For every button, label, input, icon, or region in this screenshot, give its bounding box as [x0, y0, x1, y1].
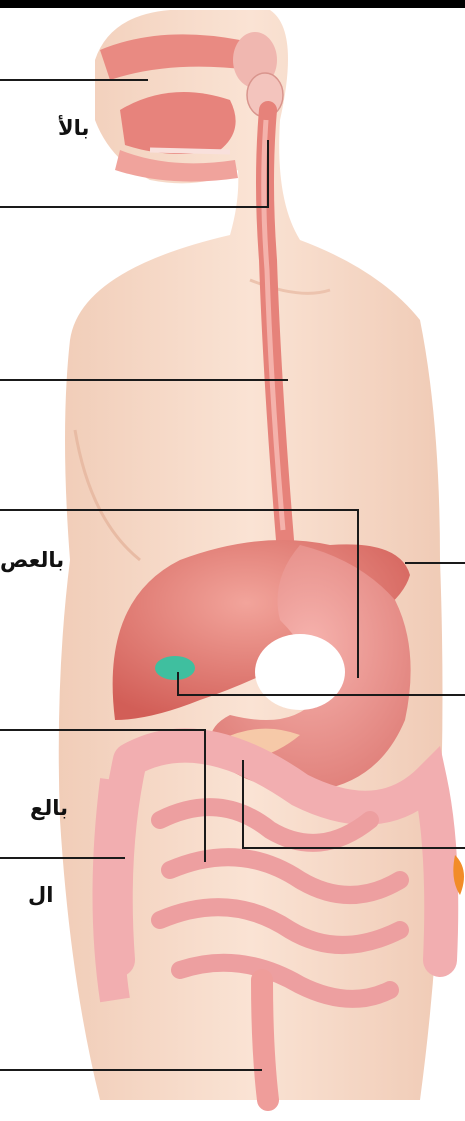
top-border [0, 0, 465, 8]
label-lower: ال [28, 885, 53, 906]
rectum [262, 980, 268, 1100]
label-mouth: بالأ [58, 118, 89, 139]
colon-ascending [108, 780, 116, 1000]
label-intestine: بالع [30, 798, 68, 819]
teeth [150, 150, 230, 152]
tongue [120, 92, 236, 154]
stomach-window [255, 634, 345, 710]
label-liver: بالعص [0, 550, 64, 571]
gallbladder [155, 656, 195, 680]
